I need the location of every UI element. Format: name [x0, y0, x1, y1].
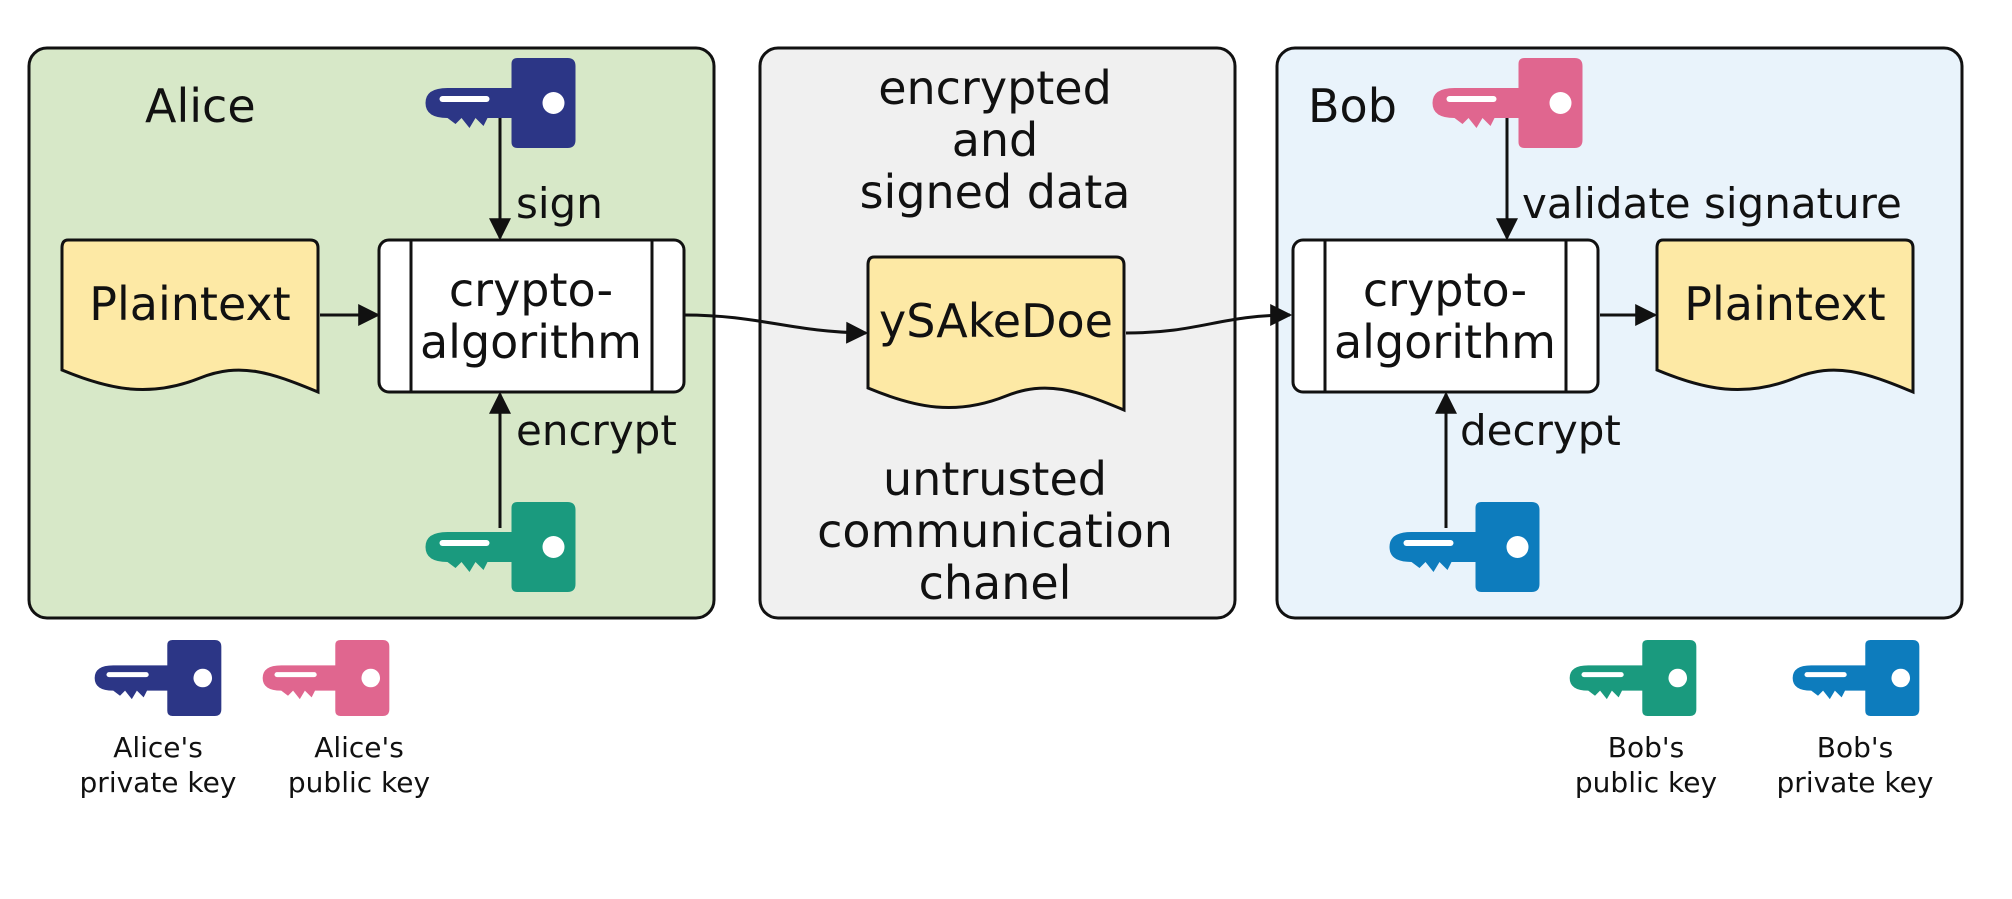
channel-top-line1: encrypted [878, 61, 1112, 115]
ciphertext-document [866, 255, 1126, 413]
bob-panel [1275, 46, 1964, 620]
alice-algorithm-line2: algorithm [420, 315, 642, 369]
channel-top-line3: signed data [860, 165, 1131, 219]
validate-signature-label: validate signature [1522, 179, 1902, 228]
alice-to-channel-arrow [683, 313, 869, 344]
alice-title: Alice [145, 79, 256, 133]
legend-alice-public-line2: public key [288, 766, 430, 799]
legend-alice-private-key-icon [94, 640, 222, 716]
channel-top-line2: and [952, 113, 1039, 167]
decrypt-label: decrypt [1460, 406, 1621, 455]
legend-bob-private-line1: Bob's [1817, 731, 1893, 764]
sign-label: sign [516, 179, 603, 228]
bob-crypto-algorithm-box [1291, 238, 1600, 394]
alice-plaintext-document [60, 238, 320, 395]
channel-bottom-line1: untrusted [883, 452, 1107, 506]
alice-algorithm-line1: crypto- [449, 263, 613, 317]
bob-plaintext-document [1655, 238, 1915, 395]
bob-algorithm-line2: algorithm [1334, 315, 1556, 369]
channel-to-bob-arrow [1125, 304, 1293, 335]
legend-alice-public-key-icon [262, 640, 390, 716]
legend-alice-public-line1: Alice's [314, 731, 404, 764]
encrypt-label: encrypt [516, 406, 677, 455]
channel-bottom-line2: communication [817, 504, 1173, 558]
legend-alice-private-line2: private key [80, 766, 237, 799]
legend-bob-private-key-icon [1792, 640, 1920, 716]
bob-plaintext-label: Plaintext [1684, 277, 1885, 331]
ciphertext-label: ySAkeDoe [879, 294, 1113, 348]
legend-bob-public-key-icon [1569, 640, 1697, 716]
alice-plaintext-label: Plaintext [89, 277, 290, 331]
legend-alice-private-line1: Alice's [113, 731, 203, 764]
bob-title: Bob [1308, 79, 1397, 133]
legend-bob-private-line2: private key [1777, 766, 1934, 799]
channel-bottom-line3: chanel [919, 556, 1072, 610]
alice-panel [27, 46, 716, 620]
legend-bob-public-line1: Bob's [1608, 731, 1684, 764]
bob-algorithm-line1: crypto- [1363, 263, 1527, 317]
legend-bob-public-line2: public key [1575, 766, 1717, 799]
